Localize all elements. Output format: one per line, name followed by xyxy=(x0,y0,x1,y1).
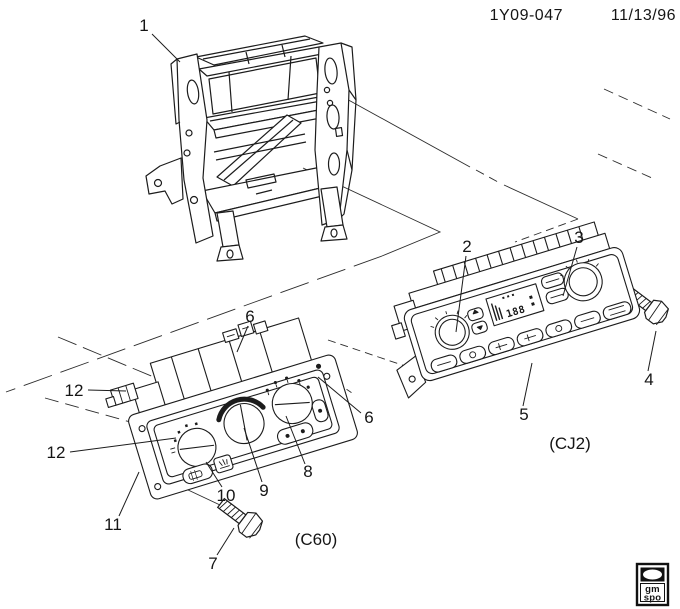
callout-6-upper: 6 xyxy=(236,307,255,353)
svg-text:6: 6 xyxy=(245,307,254,326)
svg-text:12: 12 xyxy=(65,381,84,400)
cj2-lcd-display: 188 xyxy=(485,283,545,327)
callout-11: 11 xyxy=(104,471,140,534)
c60-connector-tab xyxy=(105,382,139,409)
gm-spo-logo: gm spo xyxy=(635,562,670,607)
c60-mode-knob xyxy=(265,376,313,425)
callout-10: 10 xyxy=(205,461,236,505)
svg-text:6: 6 xyxy=(364,408,373,427)
logo-spo-text: spo xyxy=(644,593,662,604)
svg-text:10: 10 xyxy=(217,486,236,505)
cj2-updown-buttons xyxy=(467,307,488,335)
doc-date: 11/13/96 xyxy=(611,7,676,24)
callout-4: 4 xyxy=(644,330,657,389)
c60-control-assembly xyxy=(105,317,358,500)
svg-text:5: 5 xyxy=(519,405,528,424)
svg-text:11: 11 xyxy=(104,515,122,534)
c60-aux-buttons xyxy=(182,399,329,485)
doc-number: 1Y09-047 xyxy=(490,7,563,24)
caption-cj2: (CJ2) xyxy=(549,434,591,453)
svg-text:3: 3 xyxy=(574,228,583,247)
callout-5: 5 xyxy=(519,362,533,424)
support-bracket xyxy=(145,35,357,262)
svg-text:7: 7 xyxy=(208,554,217,573)
mounting-bolt-7 xyxy=(216,497,264,539)
cj2-control-assembly: 188 xyxy=(391,221,641,399)
callout-1: 1 xyxy=(139,16,181,63)
cj2-lcd-digits: 188 xyxy=(505,304,527,320)
callout-3: 3 xyxy=(562,228,584,297)
caption-c60: (C60) xyxy=(295,530,338,549)
svg-text:4: 4 xyxy=(644,370,653,389)
c60-rear-body xyxy=(131,317,314,416)
svg-text:9: 9 xyxy=(259,481,268,500)
svg-text:1: 1 xyxy=(139,16,148,35)
cj2-bottom-buttons xyxy=(430,301,632,373)
svg-text:12: 12 xyxy=(47,443,66,462)
svg-text:2: 2 xyxy=(462,237,471,256)
callout-6-right: 6 xyxy=(317,376,374,427)
callout-12-upper: 12 xyxy=(65,381,127,400)
c60-temperature-knob xyxy=(216,396,266,445)
callout-12-lower: 12 xyxy=(47,437,177,462)
callout-9: 9 xyxy=(243,427,269,500)
logo-gm-text: gm xyxy=(645,584,660,595)
callouts: 1 2 3 4 5 6 6 7 xyxy=(47,16,657,573)
cj2-driver-knob xyxy=(430,310,470,350)
svg-text:8: 8 xyxy=(303,462,312,481)
callout-8: 8 xyxy=(285,415,313,481)
c60-defrost-button xyxy=(213,454,234,474)
callout-2: 2 xyxy=(455,237,472,333)
doc-header: 1Y09-047 11/13/96 xyxy=(490,7,676,24)
callout-7: 7 xyxy=(208,527,235,573)
